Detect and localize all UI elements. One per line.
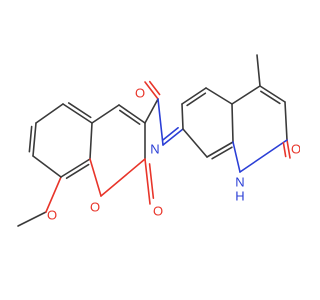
imine-nitrogen-label: N [150,142,159,157]
bond-c2-oR [100,158,146,197]
bond-q5-q4a [205,87,233,105]
lactone-carbonyl-oxygen-label: O [153,204,163,219]
bond-n-q7 [162,128,184,146]
bond-q6-q5 [181,87,207,105]
bond-oM-c8 [45,176,62,213]
bond-c4a-c4 [91,104,120,124]
bond-q3-q2 [284,101,288,141]
double-bond-c2-oL [148,163,155,199]
bond-q4-q3 [259,85,286,103]
bond-q2-nh [239,139,288,173]
bond-c4-c3 [118,104,146,124]
amide-carbonyl-oxygen-label: O [135,86,145,101]
double-bond-cA-oA [148,80,161,96]
ring-oxygen-label: O [90,200,100,215]
bond-cA-n [157,98,164,146]
bond-c3-cA [144,98,159,124]
double-bond-n-q7 [162,126,179,141]
bond-c8-c7 [32,155,62,178]
bond-q8a-q8 [206,141,234,158]
bond-q8-q7 [182,128,208,158]
quinolone-nh-nitrogen-label: N [235,175,244,190]
bond-c6-c5 [35,103,64,124]
chemical-structure-diagram: O O O O N N H O [17,54,300,227]
bond-c2-oL [144,158,151,205]
double-bond-q6-q5 [186,92,207,107]
double-bond-q8a-q8 [211,146,233,160]
bond-q7-q6 [181,103,184,130]
bond-q2-qO [286,139,291,159]
double-bond-c5-c4a [67,102,92,119]
bond-oR-c8a [89,158,102,197]
bond-q4a-q4 [231,85,261,105]
bond-c5-c4a [62,103,93,124]
double-bond-c7-c6 [28,125,33,153]
bond-c4a-c8a [89,122,93,160]
double-bond-c8a-c8 [65,163,90,180]
double-bond-q2-qO [282,142,287,158]
bond-nh-q8a [232,141,241,173]
bond-cA-oA [144,81,159,100]
methoxy-oxygen-label: O [47,208,57,223]
double-bond-c4-c3 [119,109,141,125]
bond-q4-me2 [256,54,261,87]
bond-lines [17,54,291,227]
bond-c7-c6 [32,122,37,157]
quinolone-carbonyl-oxygen-label: O [291,142,300,157]
bond-c8a-c8 [60,158,91,178]
double-bond-q4-q3 [260,90,281,105]
bond-q4a-q8a [231,103,234,143]
bond-me-oM [17,211,47,227]
quinolone-nh-hydrogen-label: H [235,189,244,204]
